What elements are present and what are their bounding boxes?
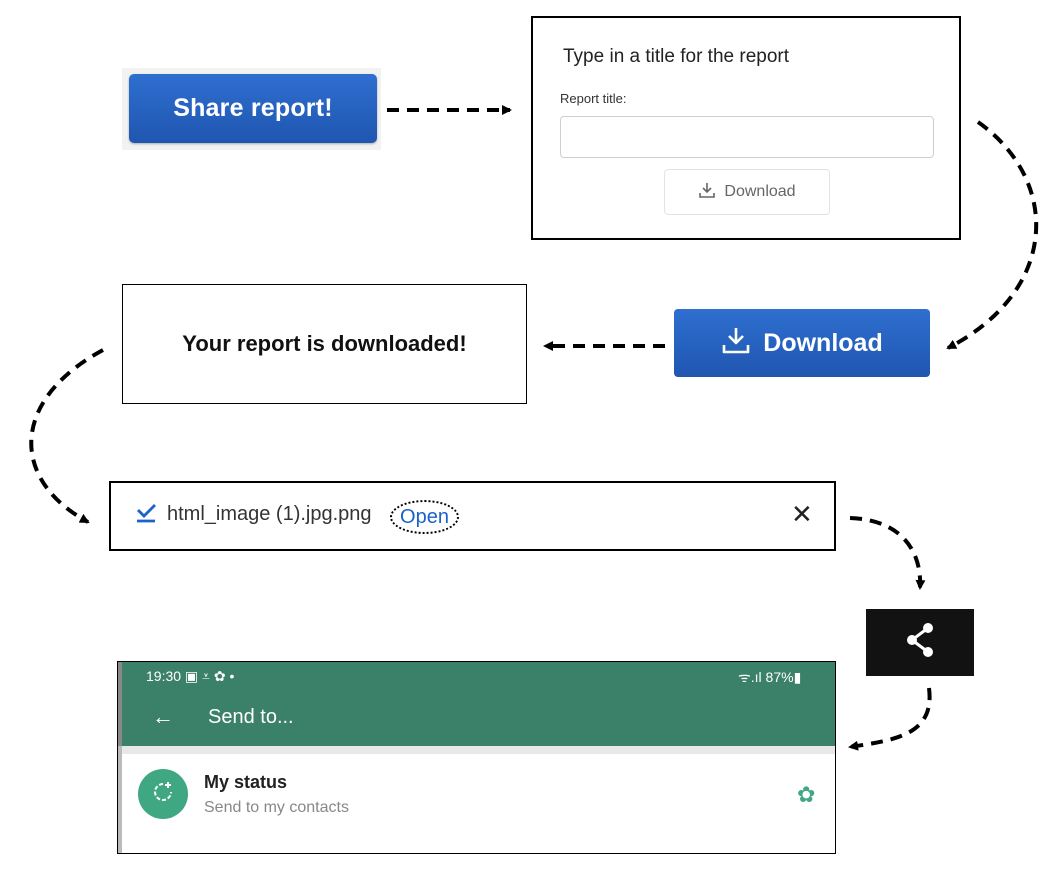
- arrow-dialog-to-download: [946, 120, 1039, 350]
- status-bar-battery: ᯤ.ıl 87%▮: [738, 669, 802, 685]
- status-avatar: [138, 769, 188, 819]
- download-button-label: Download: [763, 328, 883, 357]
- download-complete-message: Your report is downloaded!: [122, 284, 527, 404]
- arrow-bar-to-share: [849, 516, 926, 590]
- arrow-share-to-phone: [848, 687, 932, 751]
- add-status-icon: [151, 780, 175, 809]
- title-dialog: Type in a title for the report Report ti…: [531, 16, 961, 240]
- dialog-download-label: Download: [724, 183, 796, 200]
- download-button[interactable]: Download: [674, 309, 930, 377]
- open-file-link[interactable]: Open: [390, 500, 459, 534]
- dialog-download-button[interactable]: Download: [664, 169, 830, 215]
- left-edge: [118, 746, 122, 853]
- dialog-title: Type in a title for the report: [563, 46, 790, 67]
- share-icon: [903, 621, 937, 664]
- back-arrow-icon[interactable]: ←: [152, 704, 174, 729]
- report-title-label: Report title:: [560, 91, 627, 106]
- arrow-message-to-bar: [29, 348, 104, 524]
- downloaded-filename: html_image (1).jpg.png: [167, 503, 372, 525]
- send-to-header: 19:30 ▣ ⩡ ✿ • ᯤ.ıl 87%▮ ← Send to...: [118, 662, 835, 746]
- share-icon-button[interactable]: [866, 609, 974, 676]
- close-icon[interactable]: ✕: [791, 499, 813, 529]
- download-done-icon: [135, 500, 157, 526]
- download-icon: [698, 181, 716, 204]
- download-icon: [721, 325, 751, 362]
- my-status-title[interactable]: My status: [204, 772, 288, 792]
- status-bar-time: 19:30 ▣ ⩡ ✿ •: [146, 668, 235, 684]
- my-status-subtitle: Send to my contacts: [204, 799, 349, 816]
- divider: [118, 746, 835, 754]
- share-report-button[interactable]: Share report!: [129, 74, 377, 143]
- send-to-title: Send to...: [208, 706, 294, 728]
- gear-icon[interactable]: ✿: [797, 782, 816, 807]
- download-bar: html_image (1).jpg.png Open ✕: [109, 481, 836, 551]
- send-to-screen: 19:30 ▣ ⩡ ✿ • ᯤ.ıl 87%▮ ← Send to... My …: [117, 661, 836, 854]
- report-title-input[interactable]: [560, 116, 934, 158]
